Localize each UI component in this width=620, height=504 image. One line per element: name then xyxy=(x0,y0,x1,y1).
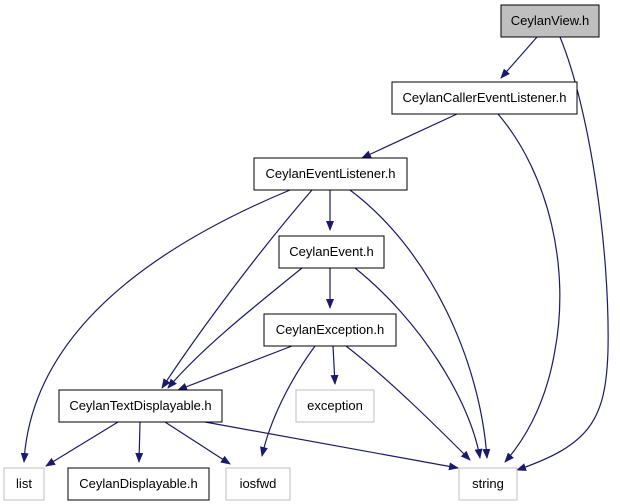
edge-caller-to-string xyxy=(497,113,561,463)
node-label-ceylandisplayable-h: CeylanDisplayable.h xyxy=(79,476,198,491)
node-label-ceylanevent-h: CeylanEvent.h xyxy=(289,244,374,259)
node-label-string: string xyxy=(472,476,504,491)
edge-exceptionh-to-exception xyxy=(330,345,339,385)
edge-textdisp-to-disp xyxy=(135,421,144,463)
node-label-exception: exception xyxy=(307,398,363,413)
node-ceylancallereventlistener-h[interactable]: CeylanCallerEventListener.h xyxy=(391,81,578,115)
node-ceylandisplayable-h[interactable]: CeylanDisplayable.h xyxy=(67,467,210,501)
edge-event-to-textdisp xyxy=(167,267,303,389)
node-exception[interactable]: exception xyxy=(295,389,375,423)
node-iosfwd[interactable]: iosfwd xyxy=(225,467,291,501)
edge-listener-to-list xyxy=(20,189,291,463)
edge-exceptionh-to-textdisp xyxy=(177,345,293,391)
node-label-ceylancallereventlistener-h: CeylanCallerEventListener.h xyxy=(402,90,566,105)
edge-event-to-string xyxy=(354,267,483,459)
node-label-ceylanview-h: CeylanView.h xyxy=(511,13,590,28)
edge-exceptionh-to-iosfwd xyxy=(260,345,316,457)
node-label-ceylanexception-h: CeylanException.h xyxy=(276,322,384,337)
node-string[interactable]: string xyxy=(458,467,518,501)
node-ceylanview-h[interactable]: CeylanView.h xyxy=(500,4,600,38)
edge-exceptionh-to-string xyxy=(345,345,471,461)
node-ceylaneventlistener-h[interactable]: CeylanEventListener.h xyxy=(253,157,408,191)
node-ceylanexception-h[interactable]: CeylanException.h xyxy=(263,313,397,347)
node-label-ceylaneventlistener-h: CeylanEventListener.h xyxy=(265,166,395,181)
node-label-list: list xyxy=(16,476,32,491)
edge-listener-to-string xyxy=(349,189,491,459)
edge-caller-to-listener xyxy=(361,113,458,159)
edge-textdisp-to-list xyxy=(45,421,119,467)
edge-textdisp-to-string xyxy=(204,421,459,471)
edge-view-to-caller xyxy=(500,36,538,79)
node-label-ceylantextdisplayable-h: CeylanTextDisplayable.h xyxy=(69,398,211,413)
node-ceylanevent-h[interactable]: CeylanEvent.h xyxy=(278,235,385,269)
node-label-iosfwd: iosfwd xyxy=(240,476,277,491)
node-ceylantextdisplayable-h[interactable]: CeylanTextDisplayable.h xyxy=(58,389,223,423)
edge-textdisp-to-iosfwd xyxy=(164,421,231,465)
node-list[interactable]: list xyxy=(3,467,45,501)
edge-view-to-string xyxy=(516,36,609,471)
edge-listener-to-textdisp xyxy=(161,189,313,389)
